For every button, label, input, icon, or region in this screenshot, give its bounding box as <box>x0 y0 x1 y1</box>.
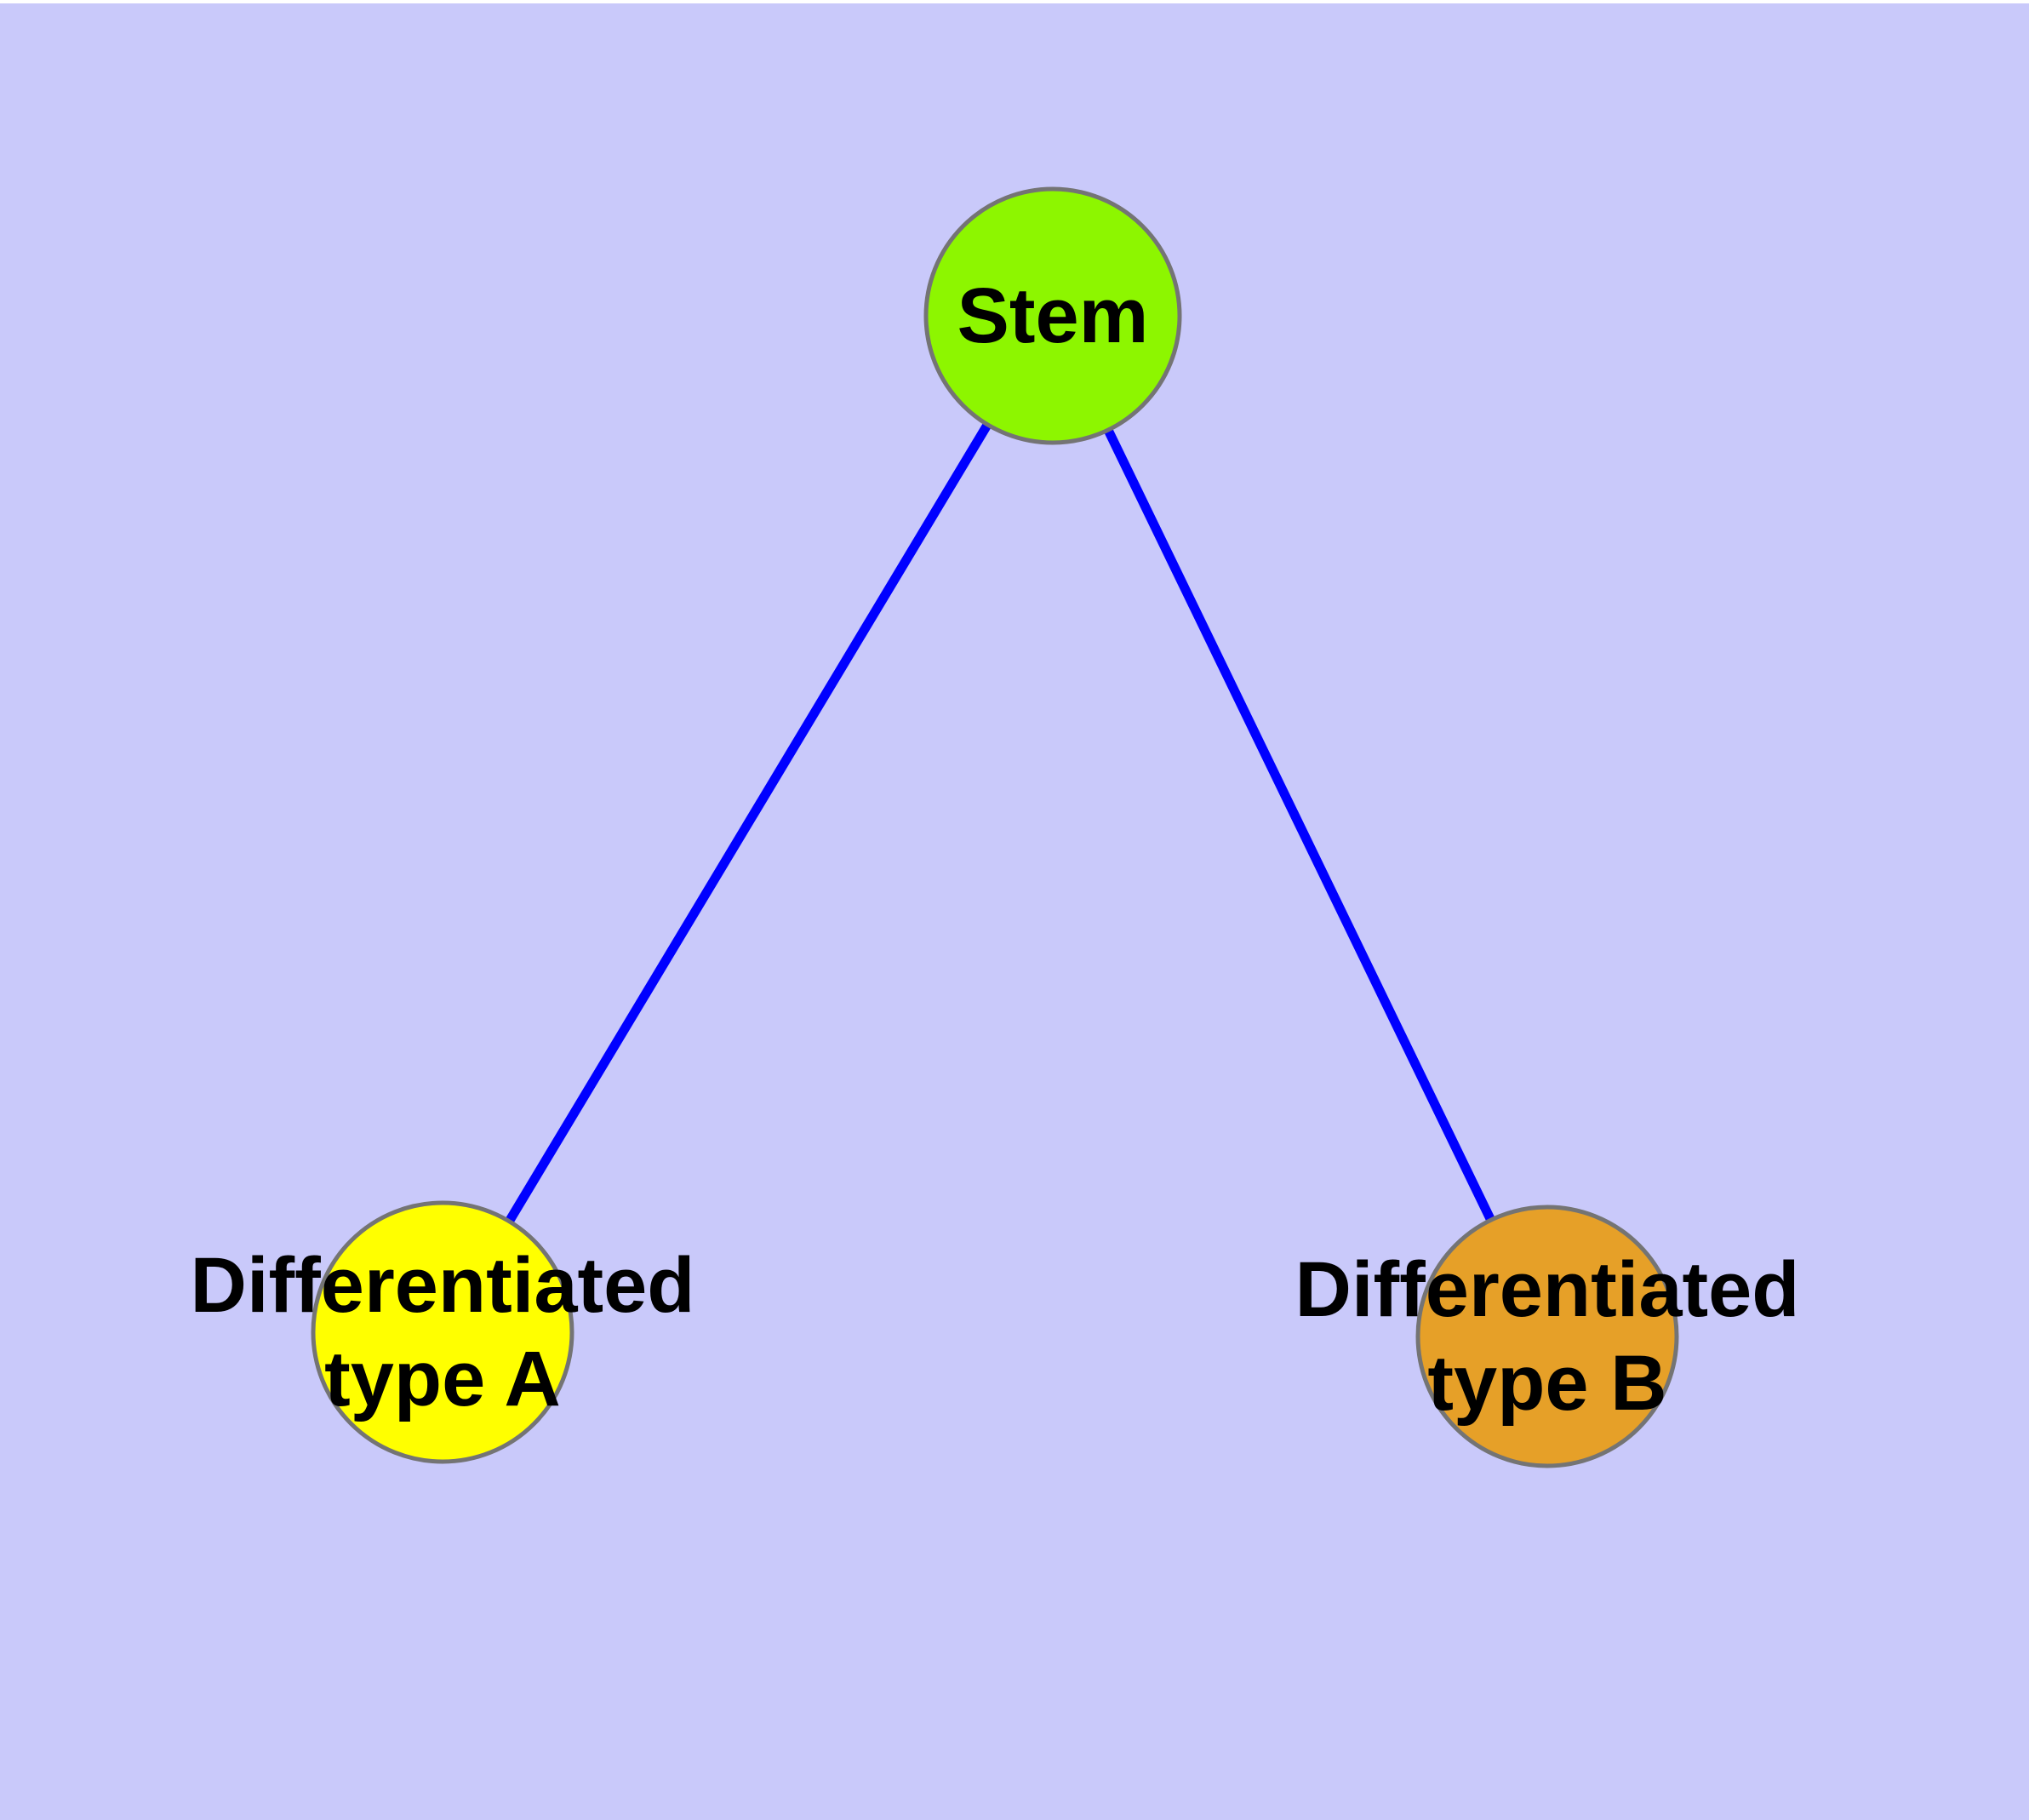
edge-stem-type-b <box>1049 313 1552 1339</box>
edge-stem-type-a <box>438 313 1057 1335</box>
node-label-type-b-line-1: Differentiated <box>1295 1246 1800 1333</box>
node-label-type-a-line-2: type A <box>324 1336 561 1422</box>
edges-layer <box>438 313 1552 1339</box>
top-margin-strip <box>0 0 2029 3</box>
node-label-stem-line-1: Stem <box>957 272 1149 359</box>
node-circle-type-b <box>1415 1205 1679 1468</box>
nodes-layer <box>311 186 1679 1468</box>
node-label-type-b-line-2: type B <box>1427 1340 1666 1427</box>
node-circle-type-a <box>311 1200 574 1464</box>
node-circle-stem <box>923 186 1182 445</box>
node-label-type-a-line-1: Differentiated <box>191 1242 695 1329</box>
